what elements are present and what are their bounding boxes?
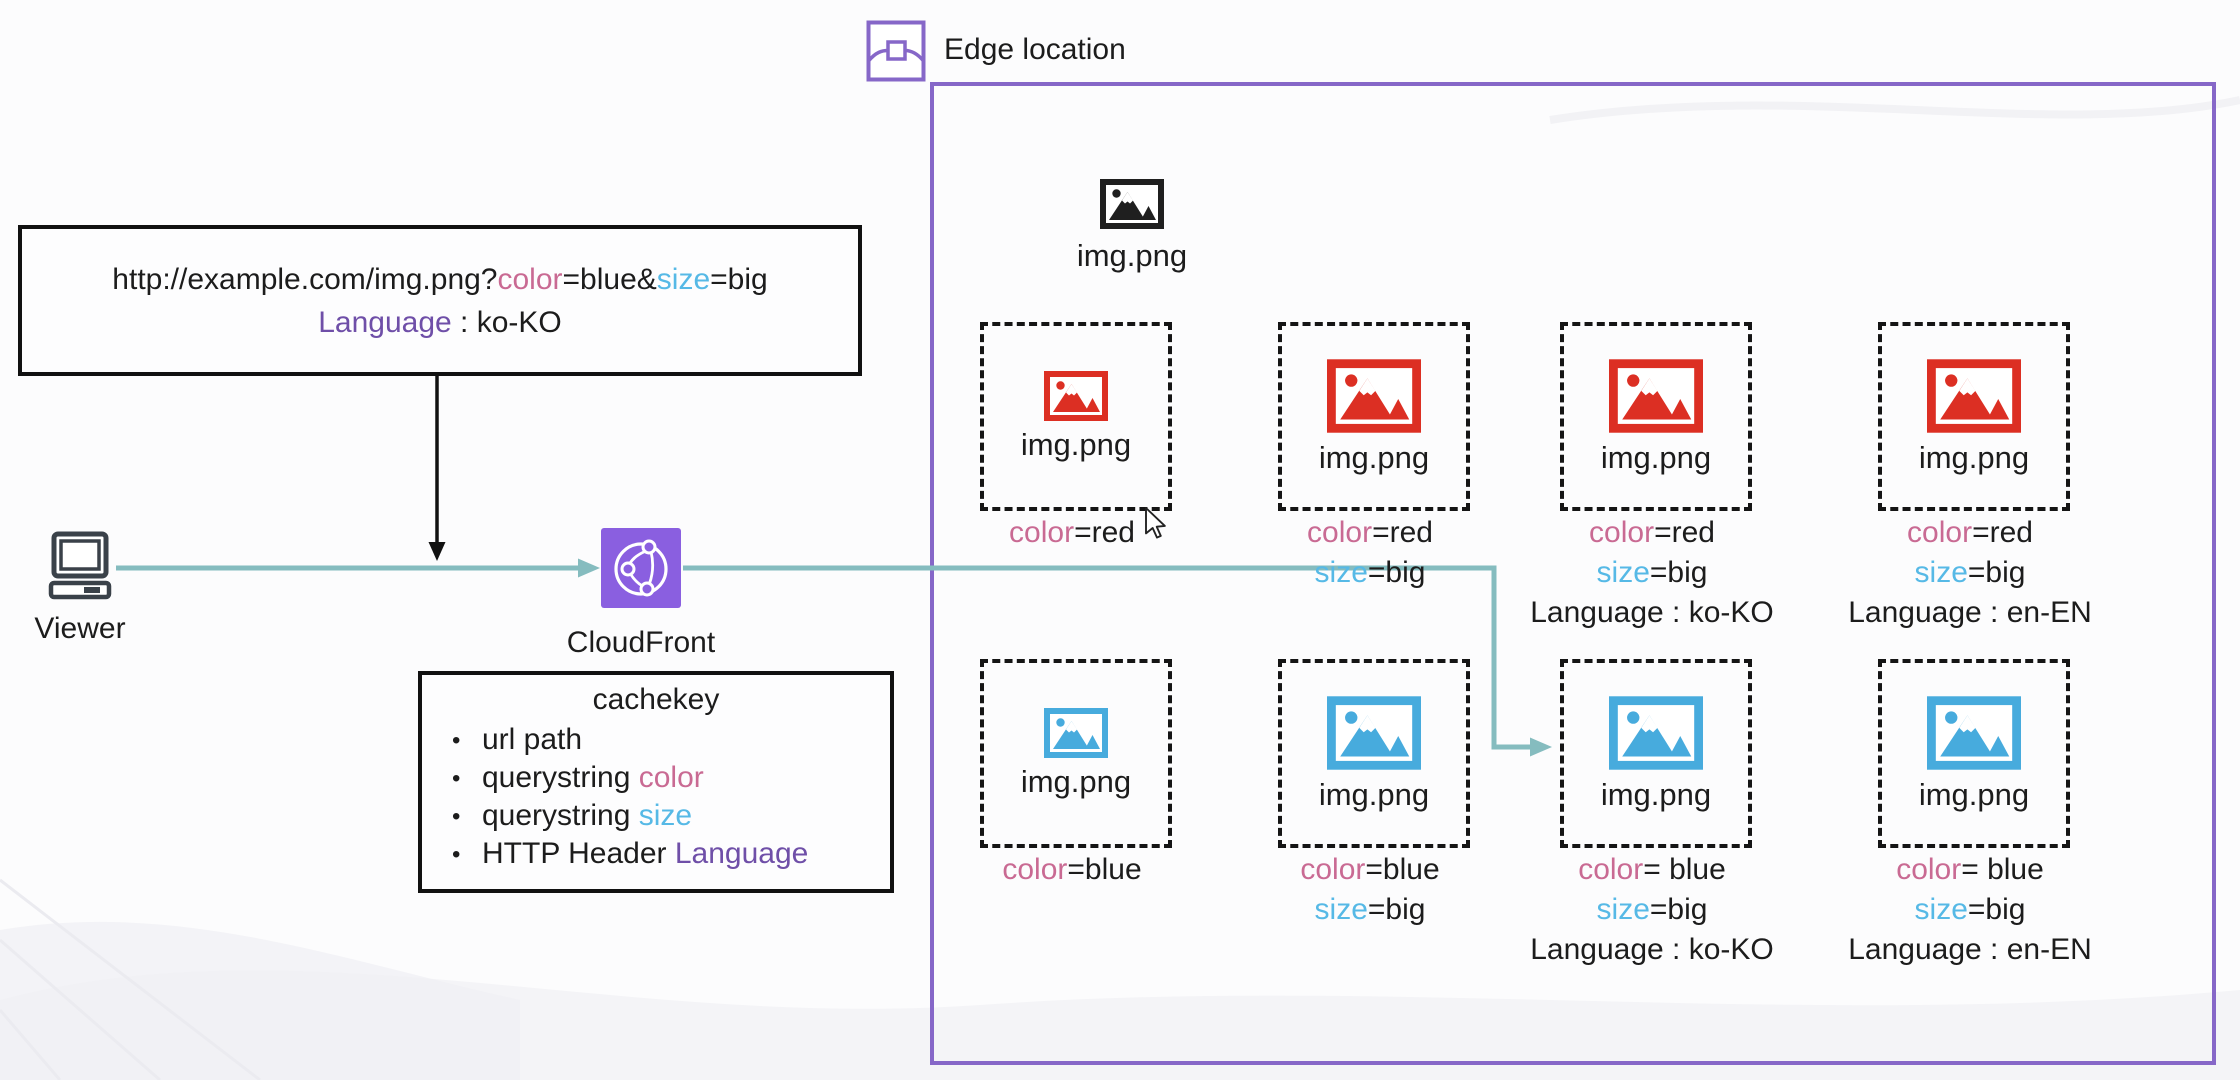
cached-object-box: img.png <box>1560 659 1752 848</box>
cached-object-box: img.png <box>980 659 1172 848</box>
cache-variant-labels: color=red size=big <box>1210 513 1530 593</box>
cachekey-item: •HTTP Header Language <box>452 835 890 873</box>
file-label: img.png <box>1918 776 2030 812</box>
cache-line: color=red <box>1589 516 1715 549</box>
request-box: http://example.com/img.png?color=blue&si… <box>18 225 862 376</box>
cached-object-box: img.png <box>980 322 1172 511</box>
image-icon <box>1044 708 1108 758</box>
cache-line: color=blue <box>1002 853 1142 886</box>
url-part: http://example.com/img.png? <box>112 262 498 296</box>
cached-object-box: img.png <box>1278 322 1470 511</box>
bullet-glyph: • <box>452 841 461 868</box>
cache-line: size=big <box>1914 556 2026 589</box>
cache-line: size=big <box>1596 893 1708 926</box>
cache-line: Language : ko-KO <box>1530 933 1774 966</box>
request-down-arrow-head <box>428 542 446 561</box>
file-label: img.png <box>1600 776 1712 812</box>
cache-line: Language : en-EN <box>1848 596 2092 629</box>
cached-object-box: img.png <box>1878 659 2070 848</box>
cache-line: color=blue <box>1300 853 1440 886</box>
edge-location-label: Edge location <box>944 33 1126 66</box>
cache-variant-labels: color= blue size=big Language : ko-KO <box>1492 850 1812 970</box>
file-label: img.png <box>1600 439 1712 475</box>
bullet-glyph: • <box>452 765 461 792</box>
cache-line: size=big <box>1596 556 1708 589</box>
file-label: img.png <box>1020 426 1132 462</box>
cache-variant-labels: color=red <box>912 513 1232 553</box>
viewer-to-cloudfront-arrow-head <box>578 558 600 578</box>
cloudfront-label: CloudFront <box>566 626 716 659</box>
cache-variant-labels: color=blue size=big <box>1210 850 1530 930</box>
cache-line: size=big <box>1314 556 1426 589</box>
request-url-line: http://example.com/img.png?color=blue&si… <box>112 258 767 301</box>
url-part: =big <box>710 262 768 296</box>
language-value: : ko-KO <box>451 305 562 339</box>
image-icon <box>1327 695 1421 771</box>
url-part: =blue& <box>562 262 657 296</box>
cache-line: color=red <box>1307 516 1433 549</box>
cached-object-box: img.png <box>1560 322 1752 511</box>
origin-image-icon <box>1100 179 1164 229</box>
language-key: Language <box>318 305 452 339</box>
cachekey-list: •url path •querystring color •querystrin… <box>452 721 890 873</box>
cachekey-item: •url path <box>452 721 890 759</box>
url-part-size: size <box>656 262 711 296</box>
cache-variant-labels: color=red size=big Language : en-EN <box>1810 513 2130 633</box>
cache-line: color=red <box>1009 516 1135 549</box>
file-label: img.png <box>1318 776 1430 812</box>
file-label: img.png <box>1918 439 2030 475</box>
cache-line: size=big <box>1314 893 1426 926</box>
cached-object-box: img.png <box>1278 659 1470 848</box>
cache-line: size=big <box>1914 893 2026 926</box>
cache-line: color= blue <box>1896 853 2044 886</box>
cloudfront-icon <box>601 528 681 608</box>
origin-file-label: img.png <box>1076 238 1188 273</box>
cache-variant-labels: color= blue size=big Language : en-EN <box>1810 850 2130 970</box>
cache-line: color=red <box>1907 516 2033 549</box>
cache-line: Language : en-EN <box>1848 933 2092 966</box>
file-label: img.png <box>1318 439 1430 475</box>
cachekey-item: •querystring size <box>452 797 890 835</box>
image-icon <box>1927 358 2021 434</box>
image-icon <box>1927 695 2021 771</box>
request-language-line: Language : ko-KO <box>318 301 562 344</box>
bullet-glyph: • <box>452 727 461 754</box>
image-icon <box>1609 358 1703 434</box>
cache-line: Language : ko-KO <box>1530 596 1774 629</box>
cachekey-item: •querystring color <box>452 759 890 797</box>
cached-object-box: img.png <box>1878 322 2070 511</box>
cachekey-box: cachekey •url path •querystring color •q… <box>418 671 894 893</box>
viewer-label: Viewer <box>34 612 126 645</box>
bullet-glyph: • <box>452 803 461 830</box>
url-part-color: color <box>497 262 563 296</box>
cache-line: color= blue <box>1578 853 1726 886</box>
cache-variant-labels: color=blue <box>912 850 1232 890</box>
image-icon <box>1327 358 1421 434</box>
image-icon <box>1609 695 1703 771</box>
image-icon <box>1044 371 1108 421</box>
edge-location-icon <box>866 20 926 82</box>
cachekey-title: cachekey <box>592 683 720 716</box>
viewer-computer-icon <box>48 531 112 600</box>
cache-variant-labels: color=red size=big Language : ko-KO <box>1492 513 1812 633</box>
file-label: img.png <box>1020 763 1132 799</box>
